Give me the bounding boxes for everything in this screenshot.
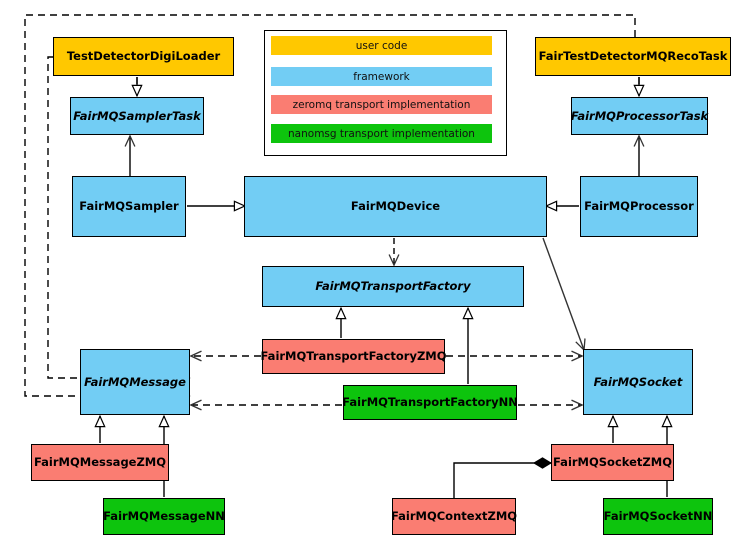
class-node-label: FairMQTransportFactoryNN: [342, 395, 518, 410]
class-node-label: FairMQTransportFactory: [315, 279, 471, 294]
class-node-label: FairMQSampler: [79, 199, 179, 214]
class-node-fairmqmessagezmq[interactable]: FairMQMessageZMQ: [31, 444, 169, 481]
legend-item-user-code-label: user code: [355, 39, 408, 52]
class-node-label: FairMQDevice: [350, 199, 441, 214]
legend-item-framework: framework: [271, 67, 492, 86]
class-node-fairmqsocket[interactable]: FairMQSocket: [583, 349, 693, 415]
class-node-fairmqtransportfactory[interactable]: FairMQTransportFactory: [262, 266, 524, 307]
class-node-fairmqprocessortask[interactable]: FairMQProcessorTask: [571, 97, 708, 135]
legend-item-zeromq-label: zeromq transport implementation: [292, 98, 471, 111]
class-node-fairmqtransportfactoryzmq[interactable]: FairMQTransportFactoryZMQ: [260, 339, 447, 374]
class-node-fairtestdetectormqrecotask[interactable]: FairTestDetectorMQRecoTask: [535, 37, 731, 76]
class-node-fairmqsamplertask[interactable]: FairMQSamplerTask: [70, 97, 204, 135]
class-node-label: FairMQContextZMQ: [390, 509, 518, 524]
class-node-fairmqprocessor[interactable]: FairMQProcessor: [580, 176, 698, 237]
class-node-label: FairMQProcessor: [584, 199, 694, 214]
legend-item-nanomsg: nanomsg transport implementation: [271, 124, 492, 143]
class-node-label: FairMQProcessorTask: [570, 108, 709, 123]
class-node-fairmqsocketzmq[interactable]: FairMQSocketZMQ: [551, 444, 674, 481]
class-node-fairmqcontextzmq[interactable]: FairMQContextZMQ: [390, 498, 518, 535]
class-node-label: FairTestDetectorMQRecoTask: [538, 49, 728, 64]
class-node-fairmqmessage[interactable]: FairMQMessage: [80, 349, 190, 415]
edge-device-uses-socket: [542, 237, 584, 350]
class-node-testdetectordigiloader[interactable]: TestDetectorDigiLoader: [53, 37, 234, 76]
edge-recotask-to-message: [24, 14, 636, 396]
legend-item-user-code: user code: [271, 36, 492, 55]
class-node-label: FairMQSocket: [593, 374, 683, 389]
class-node-label: TestDetectorDigiLoader: [66, 49, 221, 64]
class-node-fairmqsocketnn[interactable]: FairMQSocketNN: [603, 498, 713, 535]
legend-item-framework-label: framework: [353, 70, 410, 83]
class-node-label: FairMQSamplerTask: [73, 108, 201, 123]
class-node-fairmqtransportfactorynn[interactable]: FairMQTransportFactoryNN: [342, 385, 518, 420]
edge-contextzmq-composes-socketzmq: [453, 463, 551, 498]
class-node-fairmqmessagenn[interactable]: FairMQMessageNN: [103, 498, 225, 535]
legend-item-nanomsg-label: nanomsg transport implementation: [288, 127, 475, 140]
class-node-label: FairMQSocketZMQ: [553, 455, 672, 470]
legend-item-zeromq: zeromq transport implementation: [271, 95, 492, 114]
class-node-fairmqdevice[interactable]: FairMQDevice: [244, 176, 547, 237]
class-node-label: FairMQTransportFactoryZMQ: [260, 349, 447, 364]
class-node-label: FairMQMessageNN: [103, 509, 225, 524]
class-node-label: FairMQMessageZMQ: [33, 455, 167, 470]
class-node-label: FairMQMessage: [84, 374, 186, 389]
class-node-label: FairMQSocketNN: [603, 509, 713, 524]
class-node-fairmqsampler[interactable]: FairMQSampler: [72, 176, 186, 237]
